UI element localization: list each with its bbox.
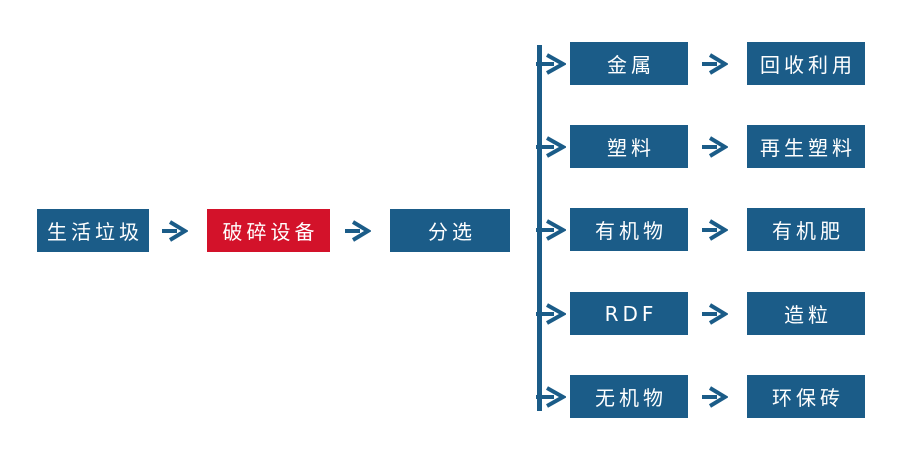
node-sorting: 分选 — [390, 209, 510, 252]
arrow-right-icon — [702, 135, 728, 158]
node-output: 再生塑料 — [747, 125, 865, 168]
node-category: 无机物 — [570, 375, 688, 418]
branch-row-rdf: RDF 造粒 — [536, 292, 866, 335]
branch-arrow-right-icon — [536, 52, 566, 75]
main-flow-row: 生活垃圾 破碎设备 分选 — [37, 209, 510, 252]
node-crushing-equipment: 破碎设备 — [207, 209, 330, 252]
arrow-right-icon — [702, 385, 728, 408]
node-output: 回收利用 — [747, 42, 865, 85]
arrow-right-icon — [162, 219, 188, 242]
node-output: 造粒 — [747, 292, 865, 335]
branch-row-metal: 金属 回收利用 — [536, 42, 866, 85]
branch-row-inorganic: 无机物 环保砖 — [536, 375, 866, 418]
node-household-waste: 生活垃圾 — [37, 209, 149, 252]
node-output: 有机肥 — [747, 208, 865, 251]
branch-arrow-right-icon — [536, 218, 566, 241]
branch-row-organic: 有机物 有机肥 — [536, 208, 866, 251]
branch-arrow-right-icon — [536, 302, 566, 325]
branch-row-plastic: 塑料 再生塑料 — [536, 125, 866, 168]
arrow-right-icon — [345, 219, 371, 242]
node-output: 环保砖 — [747, 375, 865, 418]
arrow-right-icon — [702, 302, 728, 325]
node-category: 有机物 — [570, 208, 688, 251]
node-category: RDF — [570, 292, 688, 335]
node-category: 塑料 — [570, 125, 688, 168]
branch-arrow-right-icon — [536, 135, 566, 158]
arrow-right-icon — [702, 52, 728, 75]
branch-arrow-right-icon — [536, 385, 566, 408]
node-category: 金属 — [570, 42, 688, 85]
arrow-right-icon — [702, 218, 728, 241]
